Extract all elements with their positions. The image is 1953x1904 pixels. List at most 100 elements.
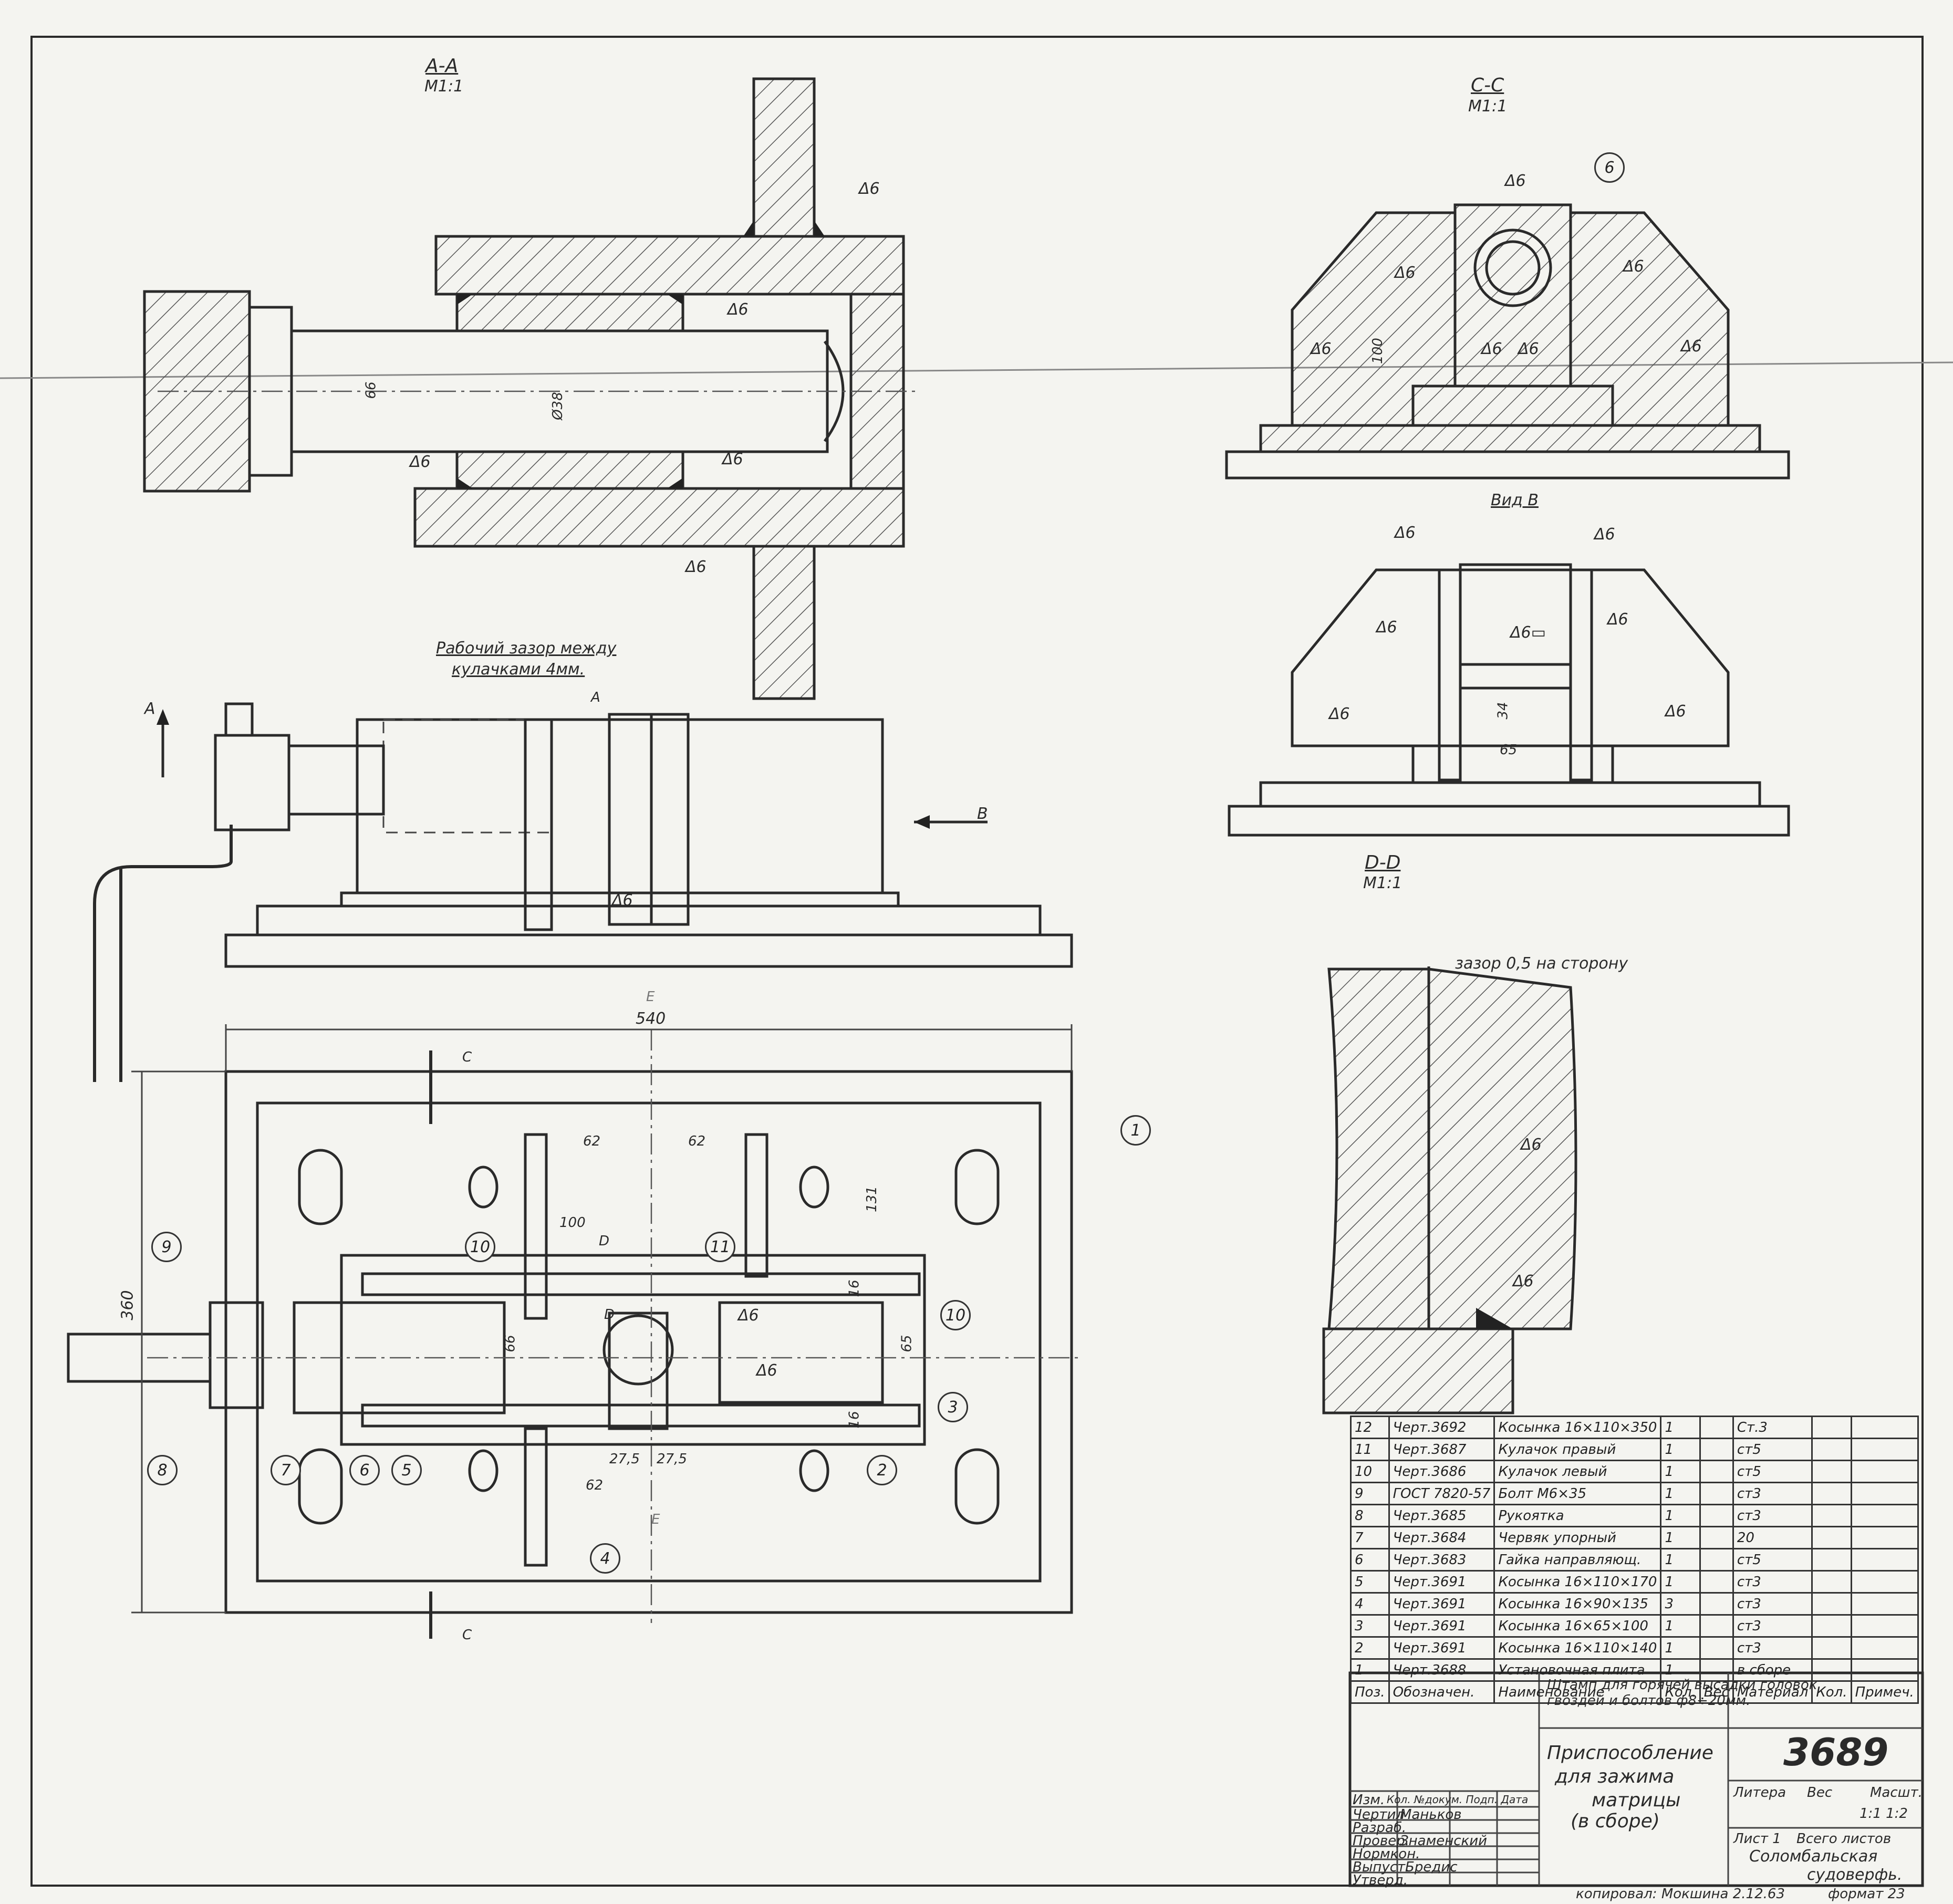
weld-mark: Δ6 bbox=[1518, 340, 1539, 358]
weight-label: Вес bbox=[1807, 1785, 1833, 1801]
bom-qty2 bbox=[1811, 1592, 1852, 1616]
bom-header-weight: Вес bbox=[1699, 1680, 1734, 1704]
bom-material: ст3 bbox=[1732, 1570, 1813, 1594]
bom-designation: Черт.3686 bbox=[1388, 1460, 1495, 1483]
bom-material: Ст.3 bbox=[1732, 1416, 1813, 1439]
dim-66: 66 bbox=[502, 1335, 518, 1352]
dim-100: 100 bbox=[1369, 338, 1386, 364]
bom-qty2 bbox=[1811, 1548, 1852, 1572]
balloon-6: 6 bbox=[349, 1455, 380, 1485]
balloon-6: 6 bbox=[1594, 152, 1625, 183]
org-line2: судоверфь. bbox=[1807, 1866, 1903, 1884]
section-arrow-c: С bbox=[462, 1627, 472, 1643]
weld-mark: Δ6 bbox=[1594, 525, 1615, 544]
bom-name: Косынка 16×110×140 bbox=[1493, 1636, 1662, 1660]
balloon-2: 2 bbox=[867, 1455, 897, 1485]
gap-note-line2: кулачками 4мм. bbox=[452, 660, 585, 679]
dim-66: 66 bbox=[363, 381, 379, 399]
bom-qty: 1 bbox=[1660, 1526, 1701, 1549]
bom-qty2 bbox=[1811, 1570, 1852, 1594]
bom-pos: 1 bbox=[1350, 1658, 1390, 1682]
title-line2: для зажима bbox=[1555, 1766, 1675, 1787]
bom-header-note: Примеч. bbox=[1850, 1680, 1919, 1704]
bom-material: ст5 bbox=[1732, 1460, 1813, 1483]
bom-pos: 4 bbox=[1350, 1592, 1390, 1616]
bom-qty2 bbox=[1811, 1482, 1852, 1505]
balloon-4: 4 bbox=[590, 1543, 620, 1574]
bom-designation: Черт.3684 bbox=[1388, 1526, 1495, 1549]
bom-designation: Черт.3692 bbox=[1388, 1416, 1495, 1439]
dim-dia-38: Ø38 bbox=[549, 392, 566, 420]
bom-note bbox=[1850, 1548, 1919, 1572]
section-arrow-a: А bbox=[144, 700, 155, 718]
weld-mark: Δ6 bbox=[1311, 340, 1332, 358]
balloon-8: 8 bbox=[147, 1455, 178, 1485]
bom-pos: 5 bbox=[1350, 1570, 1390, 1594]
role-drawn-name: Маньков bbox=[1400, 1807, 1462, 1823]
balloon-11: 11 bbox=[705, 1232, 735, 1262]
bom-designation: ГОСТ 7820-57 bbox=[1388, 1482, 1495, 1505]
bom-name: Кулачок левый bbox=[1493, 1460, 1662, 1483]
bom-note bbox=[1850, 1438, 1919, 1461]
bom-material: ст3 bbox=[1732, 1592, 1813, 1616]
bom-material: ст3 bbox=[1732, 1504, 1813, 1527]
section-dd bbox=[1322, 966, 1577, 1414]
role-drawn: Чертил bbox=[1353, 1807, 1405, 1823]
bom-weight bbox=[1699, 1416, 1734, 1439]
bom-qty2 bbox=[1811, 1504, 1852, 1527]
section-arrow-d: D bbox=[604, 1307, 615, 1323]
bom-pos: 10 bbox=[1350, 1460, 1390, 1483]
bom-note bbox=[1850, 1526, 1919, 1549]
bom-qty: 3 bbox=[1660, 1592, 1701, 1616]
role-checked: Провер. bbox=[1353, 1833, 1410, 1849]
dim-65: 65 bbox=[1500, 742, 1518, 758]
bom-designation: Черт.3685 bbox=[1388, 1504, 1495, 1527]
bom-designation: Черт.3683 bbox=[1388, 1548, 1495, 1572]
bom-pos: 9 bbox=[1350, 1482, 1390, 1505]
bom-note bbox=[1850, 1658, 1919, 1682]
weld-mark: Δ6 bbox=[1329, 705, 1350, 723]
dim-27-5: 27,5 bbox=[657, 1451, 687, 1467]
section-arrow-c: С bbox=[462, 1049, 472, 1065]
org-line1: Соломбальская bbox=[1749, 1847, 1878, 1866]
bom-weight bbox=[1699, 1548, 1734, 1572]
weld-mark: Δ6 bbox=[728, 300, 749, 319]
bom-material: 20 bbox=[1732, 1526, 1813, 1549]
section-arrow-a: А bbox=[591, 690, 600, 705]
bom-qty: 1 bbox=[1660, 1548, 1701, 1572]
weld-mark: Δ6 bbox=[722, 450, 743, 469]
bom-material: в сборе bbox=[1732, 1658, 1813, 1682]
bom-designation: Черт.3687 bbox=[1388, 1438, 1495, 1461]
weld-mark-small: Δ6▭ bbox=[1510, 623, 1546, 642]
dim-62: 62 bbox=[586, 1478, 604, 1493]
weld-mark: Δ6 bbox=[1681, 337, 1702, 356]
weld-mark: Δ6 bbox=[1513, 1272, 1534, 1291]
weld-mark: Δ6 bbox=[1505, 172, 1526, 190]
gap-note-line1: Рабочий зазор между bbox=[436, 639, 617, 658]
bom-qty: 1 bbox=[1660, 1636, 1701, 1660]
weld-mark: Δ6 bbox=[1623, 257, 1644, 276]
bom-name: Косынка 16×110×170 bbox=[1493, 1570, 1662, 1594]
balloon-10: 10 bbox=[465, 1232, 495, 1262]
bom-qty2 bbox=[1811, 1636, 1852, 1660]
bom-material: ст3 bbox=[1732, 1636, 1813, 1660]
bom-pos: 11 bbox=[1350, 1438, 1390, 1461]
dim-100: 100 bbox=[559, 1215, 586, 1231]
balloon-3: 3 bbox=[938, 1392, 968, 1422]
weld-mark: Δ6 bbox=[738, 1306, 759, 1325]
bom-name: Кулачок правый bbox=[1493, 1438, 1662, 1461]
bom-header-qty: Кол. bbox=[1660, 1680, 1701, 1704]
bom-name: Болт М6×35 bbox=[1493, 1482, 1662, 1505]
title-line3: матрицы bbox=[1592, 1789, 1681, 1811]
weld-mark: Δ6 bbox=[1481, 340, 1502, 358]
role-normcontrol: Нормкон. bbox=[1353, 1846, 1420, 1862]
view-arrow-b: В bbox=[977, 805, 988, 823]
balloon-1: 1 bbox=[1120, 1115, 1151, 1146]
weld-mark: Δ6 bbox=[1395, 264, 1416, 282]
